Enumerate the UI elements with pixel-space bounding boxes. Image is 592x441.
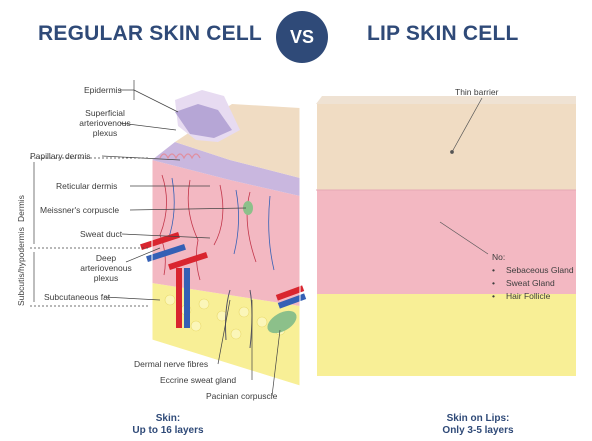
- dermis-vertical-label: Dermis: [16, 195, 26, 222]
- regular-skin-block: [140, 90, 306, 386]
- no-heading: No:: [492, 251, 574, 264]
- deep-plexus-label: Deep arteriovenous plexus: [76, 253, 136, 283]
- regular-skin-caption: Skin: Up to 16 layers: [108, 413, 228, 437]
- subcutis-vertical-label: Subcutis/hypodermis: [16, 227, 26, 306]
- list-item: •Hair Follicle: [492, 290, 574, 303]
- lip-skin-caption: Skin on Lips: Only 3-5 layers: [418, 413, 538, 437]
- dermal-nerve-fibres-label: Dermal nerve fibres: [134, 359, 208, 369]
- lip-barrier-layer: [316, 104, 576, 190]
- pacinian-corpuscle-label: Pacinian corpuscle: [206, 391, 277, 401]
- eccrine-sweat-gland-label: Eccrine sweat gland: [160, 375, 236, 385]
- vertical-vein: [184, 268, 190, 328]
- superficial-plexus-label: Superficial arteriovenous plexus: [60, 108, 150, 138]
- vertical-artery: [176, 268, 182, 328]
- meissners-corpuscle-label: Meissner's corpuscle: [40, 205, 119, 215]
- sweat-duct-label: Sweat duct: [80, 229, 122, 239]
- reticular-dermis-label: Reticular dermis: [56, 181, 117, 191]
- lip-fat-layer: [316, 294, 576, 376]
- papillary-dermis-label: Papillary dermis: [30, 151, 90, 161]
- thin-barrier-label: Thin barrier: [455, 87, 498, 97]
- list-item: •Sweat Gland: [492, 277, 574, 290]
- epidermis-label: Epidermis: [84, 85, 122, 95]
- lip-skin-block: [316, 96, 576, 376]
- subcutaneous-fat-label: Subcutaneous fat: [44, 292, 110, 302]
- no-structures-box: No: •Sebaceous Gland •Sweat Gland •Hair …: [492, 251, 574, 303]
- no-structures-list: •Sebaceous Gland •Sweat Gland •Hair Foll…: [492, 264, 574, 303]
- list-item: •Sebaceous Gland: [492, 264, 574, 277]
